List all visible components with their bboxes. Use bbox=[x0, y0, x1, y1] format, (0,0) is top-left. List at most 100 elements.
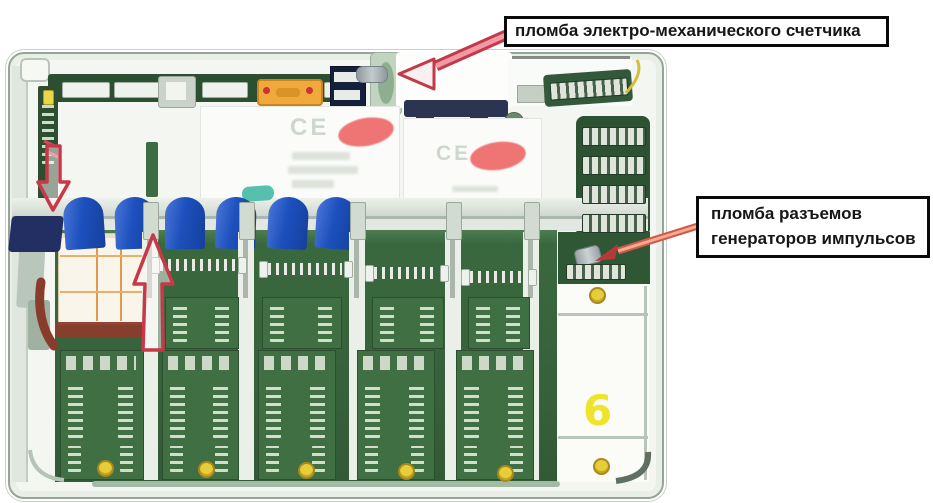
left-strip-silkscreen bbox=[42, 104, 54, 164]
silkscreen-column bbox=[266, 382, 281, 438]
faded-print bbox=[452, 186, 498, 192]
ce-mark-right: CE bbox=[436, 142, 472, 165]
rail-clip bbox=[446, 202, 462, 240]
relay-divider bbox=[96, 235, 98, 321]
separator-bracket bbox=[450, 240, 455, 298]
silkscreen-column bbox=[120, 446, 133, 472]
silkscreen-column bbox=[464, 382, 479, 438]
rail-clip bbox=[350, 202, 366, 240]
relay-line bbox=[60, 255, 144, 257]
panel-top-edge bbox=[512, 56, 630, 59]
bay-frame-line bbox=[558, 313, 648, 316]
silkscreen-column bbox=[380, 302, 394, 342]
silkscreen-column bbox=[506, 302, 520, 342]
component-row bbox=[374, 267, 438, 279]
meter-connector-cell bbox=[334, 72, 360, 82]
row-end-clip bbox=[365, 265, 374, 282]
silkscreen-column bbox=[215, 302, 229, 342]
component-row bbox=[470, 271, 526, 283]
silkscreen-column bbox=[173, 302, 187, 342]
faded-print bbox=[292, 152, 350, 160]
relay-line bbox=[60, 291, 144, 293]
component-row bbox=[268, 263, 342, 275]
silkscreen-column bbox=[213, 382, 228, 438]
seal-screw bbox=[97, 460, 114, 477]
silkscreen-column bbox=[266, 446, 279, 472]
silkscreen-column bbox=[270, 302, 284, 342]
terminal-row bbox=[582, 214, 646, 233]
seal-screw bbox=[589, 287, 606, 304]
ribbon-socket bbox=[114, 82, 160, 98]
silkscreen-column bbox=[510, 446, 523, 472]
silkscreen-column bbox=[68, 382, 83, 438]
ribbon-socket bbox=[202, 82, 248, 98]
rj-module-window bbox=[166, 82, 186, 100]
terminal-row bbox=[582, 156, 646, 175]
row-end-clip bbox=[440, 265, 449, 282]
row-end-clip bbox=[528, 269, 537, 286]
row-end-clip bbox=[344, 261, 353, 278]
meter-seal-label-text: пломба электро-механического счетчика bbox=[515, 21, 861, 41]
rail-clip bbox=[524, 202, 540, 240]
silkscreen-column bbox=[118, 382, 133, 438]
silkscreen-column bbox=[476, 302, 490, 342]
card-component-row bbox=[168, 356, 231, 370]
meter-seal-label: пломба электро-механического счетчика bbox=[504, 16, 889, 47]
connector-pin-dot bbox=[306, 87, 313, 94]
component-row bbox=[160, 259, 236, 271]
connector-contact bbox=[276, 88, 300, 97]
card-component-row bbox=[66, 356, 136, 370]
pulse-seal-label-line1: пломба разъемов bbox=[711, 204, 862, 224]
row-end-clip bbox=[238, 257, 247, 274]
ribbon-cable bbox=[165, 197, 205, 249]
row-end-clip bbox=[259, 261, 268, 278]
pulse-seal-label-line2: генераторов импульсов bbox=[711, 229, 916, 248]
status-led bbox=[43, 90, 54, 105]
rail-clip bbox=[239, 202, 255, 240]
silkscreen-column bbox=[409, 382, 424, 438]
seal-screw bbox=[298, 462, 315, 479]
spare-bay bbox=[557, 284, 649, 482]
enclosure-corner-notch bbox=[20, 58, 50, 82]
small-gray-part bbox=[517, 85, 545, 103]
separator-bracket bbox=[354, 240, 359, 298]
seal-screw bbox=[398, 463, 415, 480]
ribbon-cable bbox=[62, 195, 106, 251]
bay-number: 6 bbox=[583, 386, 613, 435]
meter-register-bar bbox=[404, 100, 508, 117]
silkscreen-column bbox=[170, 382, 185, 438]
module-separator bbox=[238, 232, 254, 480]
silkscreen-column bbox=[411, 446, 424, 472]
silkscreen-column bbox=[365, 382, 380, 438]
relay-base-bar bbox=[55, 322, 149, 337]
card-component-row bbox=[363, 356, 427, 370]
pulse-terminal-row bbox=[566, 264, 626, 280]
card-component-row bbox=[264, 356, 328, 370]
meter-connector-cell bbox=[334, 90, 360, 100]
ribbon-socket bbox=[62, 82, 110, 98]
seal-screw bbox=[593, 458, 610, 475]
silkscreen-column bbox=[215, 446, 228, 472]
bay-frame-line bbox=[558, 436, 648, 439]
bottom-trim bbox=[92, 481, 560, 487]
silkscreen-column bbox=[508, 382, 523, 438]
row-end-clip bbox=[151, 257, 160, 274]
rj-module bbox=[158, 76, 196, 108]
ce-mark-left: CE bbox=[290, 114, 330, 141]
silkscreen-column bbox=[310, 382, 325, 438]
silkscreen-column bbox=[420, 302, 434, 342]
left-tray-part bbox=[28, 300, 50, 350]
faded-print bbox=[288, 166, 358, 174]
ribbon-cable bbox=[266, 195, 310, 251]
bay-frame-line-vertical bbox=[644, 286, 647, 480]
relay-divider bbox=[120, 235, 122, 321]
silkscreen-column bbox=[170, 446, 183, 472]
silkscreen-column bbox=[464, 446, 477, 472]
silkscreen-column bbox=[68, 446, 81, 472]
connector-pin-dot bbox=[263, 87, 270, 94]
silkscreen-column bbox=[365, 446, 378, 472]
silkscreen-column bbox=[312, 446, 325, 472]
meter-seal-point bbox=[356, 66, 388, 83]
card-component-row bbox=[462, 356, 526, 370]
